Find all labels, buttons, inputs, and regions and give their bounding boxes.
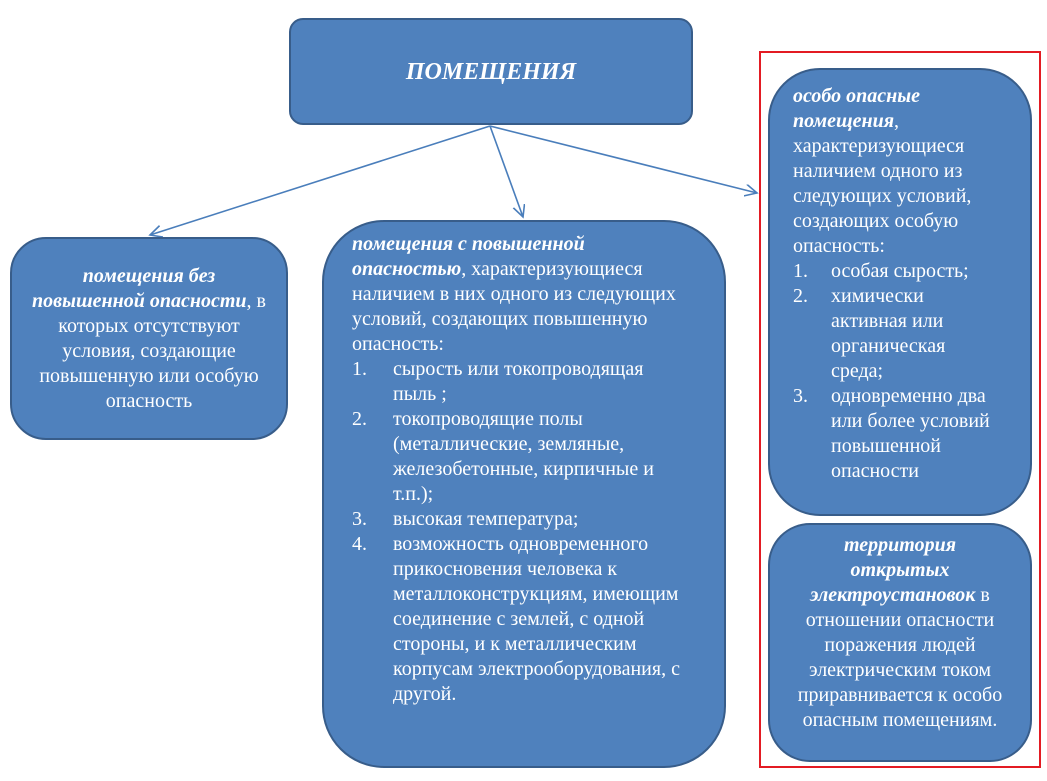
no-hazard-description: помещения без повышенной опасности, в ко…: [31, 264, 267, 414]
list-item-number: 1.: [793, 260, 808, 282]
increased-hazard-term: помещения с повышенной опасностью: [352, 233, 585, 280]
list-item: 2. токопроводящие полы (металлические, з…: [352, 407, 688, 507]
increased-hazard-box: помещения с повышенной опасностью, харак…: [322, 220, 726, 768]
especially-hazardous-term: особо опасные помещения: [793, 85, 920, 132]
list-item: 3. одновременно два или более условий по…: [793, 384, 998, 484]
increased-hazard-description: помещения с повышенной опасностью, харак…: [352, 232, 688, 357]
list-item-text: высокая температура;: [393, 508, 579, 530]
list-item-text: одновременно два или более условий повыш…: [831, 385, 990, 482]
list-item-text: возможность одновременного прикосновения…: [393, 533, 680, 705]
title: ПОМЕЩЕНИЯ: [405, 58, 577, 85]
arrow-to-no-hazard-box: [150, 125, 491, 235]
list-item-number: 1.: [352, 358, 367, 380]
increased-hazard-text: , характеризующиеся наличием в них одног…: [352, 258, 676, 355]
list-item-number: 2.: [793, 285, 808, 307]
list-item-text: химически активная или органическая сред…: [831, 285, 946, 382]
especially-hazardous-conditions-list: 1. особая сырость; 2. химически активная…: [793, 259, 998, 484]
list-item-number: 2.: [352, 408, 367, 430]
list-item-number: 4.: [352, 533, 367, 555]
arrow-to-increased-hazard-box: [489, 125, 523, 217]
list-item: 4. возможность одновременного прикоснове…: [352, 532, 688, 707]
no-hazard-text: , в которых отсутствуют условия, создающ…: [39, 289, 266, 412]
especially-hazardous-description: особо опасные помещения, характеризующие…: [793, 84, 998, 259]
outdoor-installations-box: территория открытых электроустановок в о…: [768, 523, 1032, 762]
especially-hazardous-text: , характеризующиеся наличием одного из с…: [793, 110, 972, 257]
no-hazard-term: помещения без повышенной опасности: [32, 264, 247, 312]
list-item-number: 3.: [793, 385, 808, 407]
outdoor-installations-text: в отношении опасности поражения людей эл…: [797, 583, 1003, 731]
no-hazard-box: помещения без повышенной опасности, в ко…: [10, 237, 288, 440]
list-item-text: токопроводящие полы (металлические, земл…: [393, 408, 654, 505]
list-item: 3. высокая температура;: [352, 507, 688, 532]
list-item: 1. особая сырость;: [793, 259, 998, 284]
list-item: 1. сырость или токопроводящая пыль ;: [352, 357, 688, 407]
list-item-text: особая сырость;: [831, 260, 969, 282]
increased-hazard-conditions-list: 1. сырость или токопроводящая пыль ; 2. …: [352, 357, 688, 707]
list-item-number: 3.: [352, 508, 367, 530]
highlight-frame: [759, 51, 1041, 768]
arrow-to-especially-hazardous-group: [489, 125, 757, 193]
outdoor-installations-description: территория открытых электроустановок в о…: [793, 533, 1007, 733]
list-item: 2. химически активная или органическая с…: [793, 284, 998, 384]
title-box: ПОМЕЩЕНИЯ: [289, 18, 693, 125]
especially-hazardous-box: особо опасные помещения, характеризующие…: [768, 68, 1032, 516]
list-item-text: сырость или токопроводящая пыль ;: [393, 358, 644, 405]
outdoor-installations-term: территория открытых электроустановок: [810, 533, 976, 606]
